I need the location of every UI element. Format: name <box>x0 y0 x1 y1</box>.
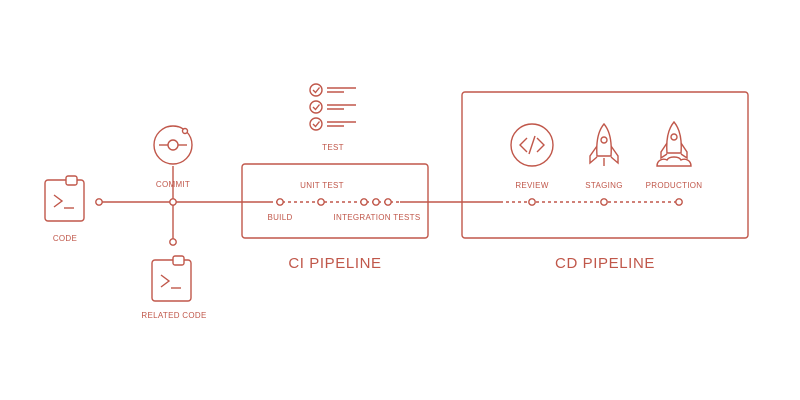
commit-label: COMMIT <box>156 180 190 189</box>
rocket-launch-icon <box>656 120 692 167</box>
integration-tests-label: INTEGRATION TESTS <box>333 213 420 222</box>
staging-label: STAGING <box>585 181 623 190</box>
git-commit-icon <box>153 125 193 165</box>
ci-pipeline-title: CI PIPELINE <box>288 255 381 272</box>
related-code-node <box>169 238 177 246</box>
cd-pipeline-box <box>461 91 749 239</box>
terminal-icon <box>44 175 85 222</box>
integration-test-node <box>384 198 392 206</box>
unit-test-label: UNIT TEST <box>300 181 344 190</box>
staging-node <box>600 198 608 206</box>
review-label: REVIEW <box>515 181 549 190</box>
cd-pipeline-title: CD PIPELINE <box>555 255 655 272</box>
code-brackets-icon <box>510 123 554 167</box>
build-node <box>276 198 284 206</box>
checklist-icon <box>309 83 356 131</box>
review-node <box>528 198 536 206</box>
code-label: CODE <box>53 234 77 243</box>
integration-test-node <box>360 198 368 206</box>
code-node <box>95 198 103 206</box>
rocket-icon <box>589 122 619 166</box>
build-label: BUILD <box>267 213 292 222</box>
terminal-icon <box>151 255 192 302</box>
production-node <box>675 198 683 206</box>
production-label: PRODUCTION <box>646 181 703 190</box>
ci-pipeline-box <box>241 163 429 239</box>
test-label: TEST <box>322 143 344 152</box>
related-code-label: RELATED CODE <box>141 311 206 320</box>
unit-test-node <box>317 198 325 206</box>
integration-test-node <box>372 198 380 206</box>
commit-node <box>169 198 177 206</box>
